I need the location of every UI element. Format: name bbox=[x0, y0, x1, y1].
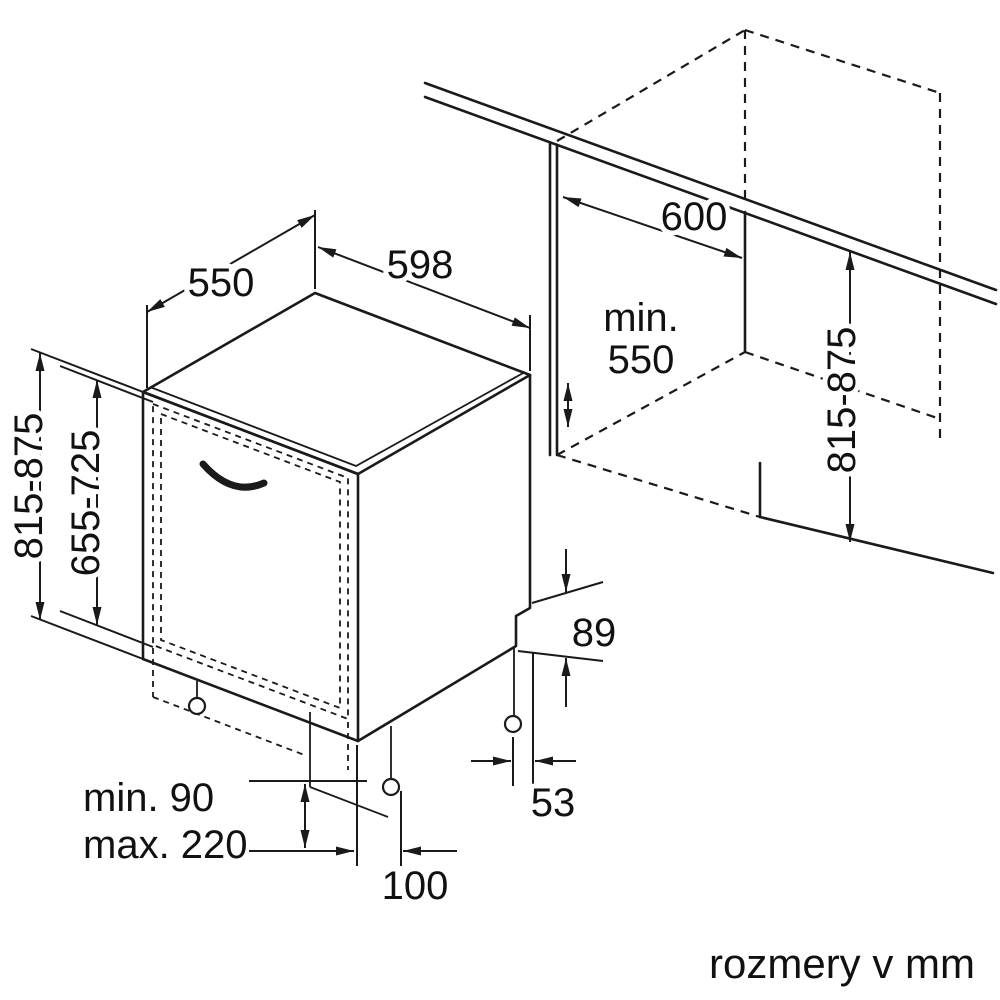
foot-front-left bbox=[187, 681, 207, 716]
dim-label-panel-min-90: min. 90 bbox=[83, 776, 214, 820]
dim-label-niche-height-815-875: 815-875 bbox=[820, 327, 864, 474]
dim-width-598: 598 bbox=[317, 238, 531, 371]
dim-label-niche-width-600: 600 bbox=[661, 195, 728, 239]
caption-units: rozmery v mm bbox=[709, 940, 975, 987]
dim-door-height-655-725: 655-725 bbox=[59, 365, 154, 648]
door-panel-dashed bbox=[152, 402, 349, 770]
foot-rear bbox=[503, 648, 523, 734]
dim-label-height-815-875-left: 815-875 bbox=[7, 413, 51, 560]
floor-line bbox=[758, 461, 995, 575]
dim-label-niche-depth-min: min. bbox=[603, 296, 679, 340]
dim-niche-width-600: 600 bbox=[562, 190, 743, 259]
dim-height-815-875-left: 815-875 bbox=[2, 348, 144, 660]
panel-bottom-corner bbox=[309, 712, 389, 818]
dim-label-foot-inset-100: 100 bbox=[382, 864, 449, 908]
dishwasher-drawing bbox=[141, 291, 532, 818]
foot-front-right bbox=[381, 726, 401, 797]
dim-plinth-depth-53: 53 bbox=[471, 652, 580, 830]
dim-niche-height-815-875: 815-875 bbox=[815, 252, 869, 542]
dim-panel-overhang: min. 90 max. 220 bbox=[78, 771, 367, 872]
dim-plinth-height-89: 89 bbox=[517, 549, 621, 707]
dim-label-plinth-height-89: 89 bbox=[572, 611, 617, 655]
niche-dashed-outline bbox=[556, 28, 942, 519]
countertop-lines bbox=[423, 81, 998, 306]
door-handle bbox=[199, 460, 268, 491]
dimension-annotations: 550 598 600 min. 550 815-875 bbox=[2, 190, 869, 913]
dim-niche-depth-min550: min. 550 bbox=[563, 291, 684, 427]
dim-foot-inset-100: 100 bbox=[249, 745, 457, 913]
dim-label-plinth-depth-53: 53 bbox=[531, 781, 576, 825]
dim-label-width-598: 598 bbox=[387, 243, 454, 287]
dim-label-door-height-655-725: 655-725 bbox=[64, 430, 108, 577]
dishwasher-body bbox=[141, 291, 532, 743]
dim-label-panel-max-220: max. 220 bbox=[83, 823, 248, 867]
dim-label-depth-550: 550 bbox=[188, 261, 255, 305]
dim-depth-550: 550 bbox=[146, 210, 316, 388]
niche-drawing bbox=[423, 28, 998, 575]
dim-label-niche-depth-550: 550 bbox=[608, 338, 675, 382]
